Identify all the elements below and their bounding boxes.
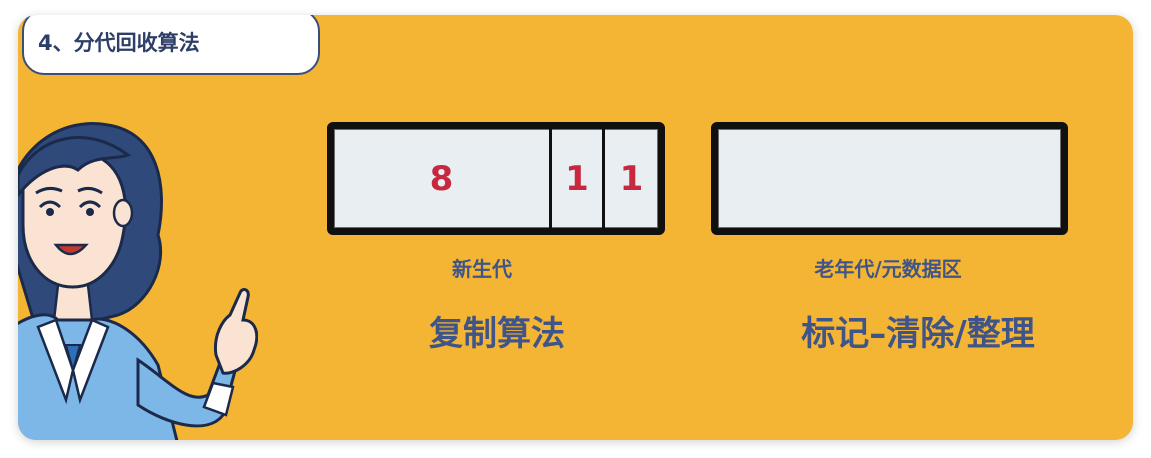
slide-panel: 4、分代回收算法 8 1 1 新生代 老年代/元数据区 复制算法 标记–清除/整… xyxy=(18,15,1133,440)
presenter-illustration xyxy=(18,122,258,440)
young-gen-box: 8 1 1 xyxy=(327,122,665,235)
old-gen-algorithm: 标记–清除/整理 xyxy=(801,314,1035,354)
old-gen-box xyxy=(711,122,1068,235)
young-gen-algorithm: 复制算法 xyxy=(429,314,565,354)
section-title: 4、分代回收算法 xyxy=(22,15,320,75)
survivor-1-segment: 1 xyxy=(619,158,644,199)
eden-segment: 8 xyxy=(334,129,552,228)
old-gen-label: 老年代/元数据区 xyxy=(814,257,962,281)
young-gen-label: 新生代 xyxy=(452,257,512,281)
survivor-0-segment: 1 xyxy=(552,129,605,228)
section-title-text: 4、分代回收算法 xyxy=(38,31,200,55)
